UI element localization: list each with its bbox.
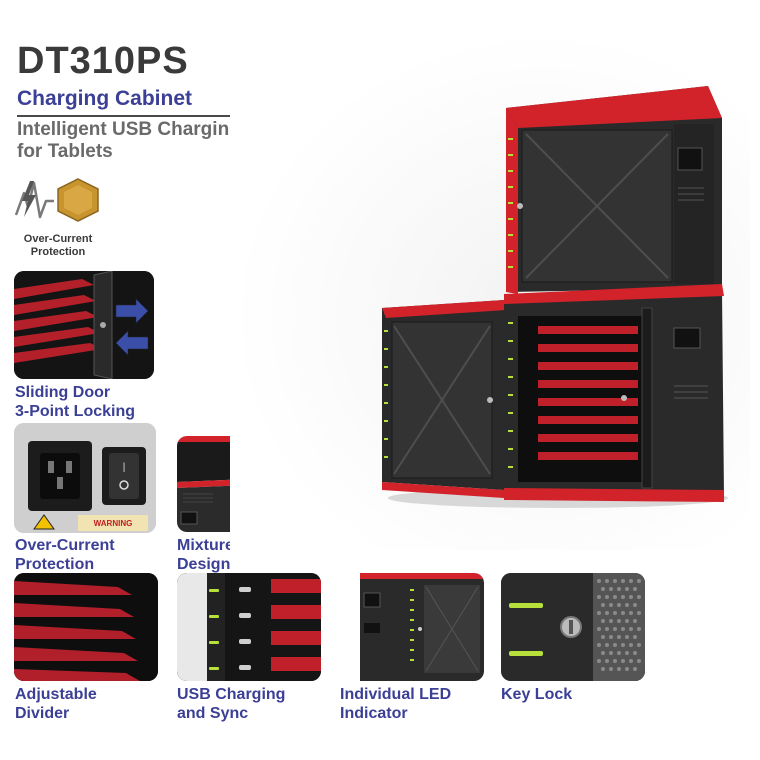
sliding-door-caption: Sliding Door 3-Point Locking	[15, 384, 135, 420]
sliding-door-image	[14, 271, 154, 379]
over-current-label-small: Over-Current Protection	[23, 233, 93, 258]
led-indicator-image	[340, 573, 484, 681]
over-current-icons	[14, 177, 100, 223]
usb-charging-image	[177, 573, 321, 681]
key-lock-image	[501, 573, 645, 681]
adjustable-divider-image	[14, 573, 158, 681]
product-subtitle: Charging Cabinet	[17, 87, 193, 110]
lightning-icon	[14, 181, 54, 219]
warning-label: WARNING	[94, 519, 133, 528]
title-divider	[17, 115, 294, 117]
over-current-caption: Over-Current Protection	[15, 537, 115, 573]
shield-icon	[57, 178, 99, 222]
svg-text:|: |	[123, 462, 126, 473]
led-indicator-caption: Individual LED Indicator	[340, 686, 452, 722]
power-socket-image: | WARNING	[14, 423, 156, 533]
model-name: DT310PS	[17, 40, 189, 82]
adjustable-divider-caption: Adjustable Divider	[15, 686, 97, 722]
hero-cabinet-image	[378, 78, 728, 508]
key-lock-caption: Key Lock	[501, 686, 573, 703]
description-line: for Tablets	[17, 141, 113, 162]
usb-charging-caption: USB Charging and Sync	[177, 686, 286, 722]
